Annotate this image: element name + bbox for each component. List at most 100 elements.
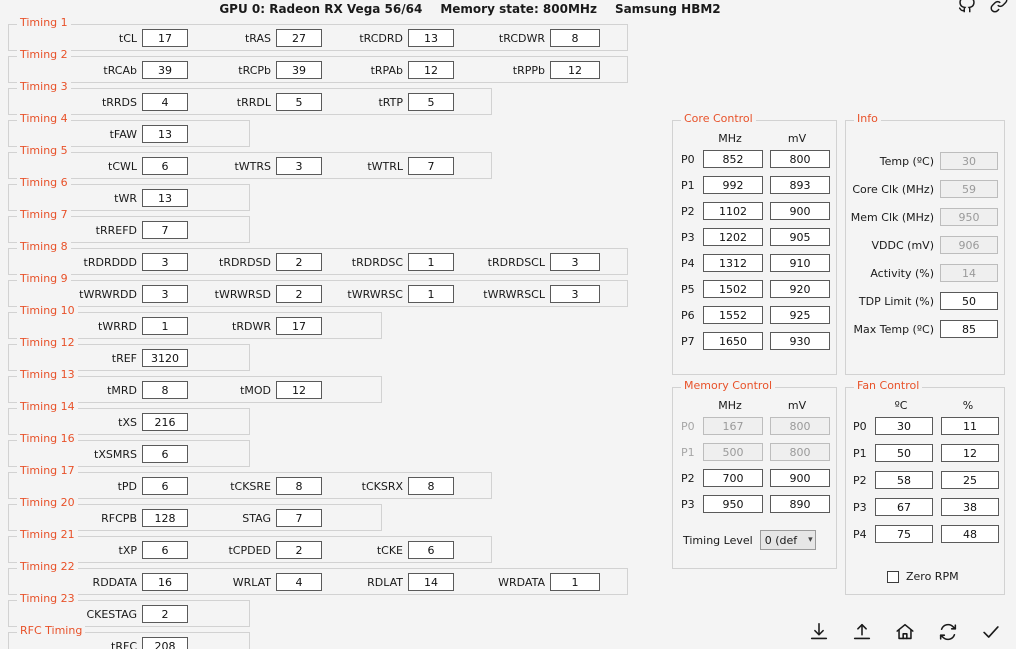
info-row: Core Clk (MHz) [850,180,998,198]
timing-field-input[interactable] [276,509,322,527]
core-voltage-input[interactable] [770,228,830,246]
timing-field-input[interactable] [142,221,188,239]
core-voltage-input[interactable] [770,306,830,324]
fan-speed-input[interactable] [941,417,999,435]
fan-temp-input[interactable] [875,525,933,543]
timing-field-input[interactable] [142,573,188,591]
home-icon[interactable] [894,621,916,643]
info-row-value[interactable] [940,320,998,338]
timing-field-input[interactable] [276,573,322,591]
timing-field-input[interactable] [142,317,188,335]
github-icon[interactable] [956,0,978,15]
timing-field-input[interactable] [408,573,454,591]
core-clock-input[interactable] [703,150,763,168]
timing-field-input[interactable] [142,349,188,367]
timing-field-input[interactable] [550,29,600,47]
core-clock-input[interactable] [703,228,763,246]
timing-field-input[interactable] [276,381,322,399]
core-voltage-input[interactable] [770,332,830,350]
load-icon[interactable] [808,621,830,643]
core-clock-input[interactable] [703,280,763,298]
fan-speed-input[interactable] [941,498,999,516]
timing-field-input[interactable] [142,29,188,47]
timing-field-input[interactable] [142,541,188,559]
memory-clock-input[interactable] [703,469,763,487]
core-clock-input[interactable] [703,202,763,220]
core-control-row: P6 [681,306,830,324]
timing-field-input[interactable] [276,93,322,111]
timing-field-input[interactable] [142,125,188,143]
timing-field-input[interactable] [408,253,454,271]
core-voltage-input[interactable] [770,280,830,298]
core-clock-input[interactable] [703,306,763,324]
timing-field: tRTP [331,93,454,111]
timing-field-input[interactable] [142,477,188,495]
timing-field-input[interactable] [276,317,322,335]
timing-field-input[interactable] [276,157,322,175]
timing-field-input[interactable] [142,605,188,623]
timing-level-select[interactable]: 0 (def ▾ [759,530,816,550]
info-row-value [940,264,998,282]
link-icon[interactable] [988,0,1010,15]
memory-clock-input[interactable] [703,495,763,513]
core-clock-input[interactable] [703,332,763,350]
timing-field-input[interactable] [276,477,322,495]
fan-temp-input[interactable] [875,498,933,516]
fan-temp-input[interactable] [875,471,933,489]
timing-group-legend: Timing 1 [17,17,71,28]
timing-field-input[interactable] [142,381,188,399]
timing-field-input[interactable] [408,157,454,175]
save-icon[interactable] [851,621,873,643]
info-row-value[interactable] [940,292,998,310]
timing-field-input[interactable] [550,285,600,303]
core-voltage-input[interactable] [770,254,830,272]
timing-field-input[interactable] [142,509,188,527]
fan-speed-input[interactable] [941,525,999,543]
memory-voltage-input[interactable] [770,495,830,513]
fan-speed-input[interactable] [941,471,999,489]
timing-field-input[interactable] [142,413,188,431]
memory-voltage-input [770,417,830,435]
timing-field: RFCPB [67,509,188,527]
fan-temp-input[interactable] [875,417,933,435]
timing-field-input[interactable] [276,61,322,79]
timing-field-input[interactable] [276,285,322,303]
timing-field-input[interactable] [408,93,454,111]
timing-field-input[interactable] [142,253,188,271]
timing-field-input[interactable] [550,253,600,271]
core-clock-input[interactable] [703,254,763,272]
timing-field-input[interactable] [550,61,600,79]
zero-rpm-box[interactable] [887,570,899,583]
timing-field-input[interactable] [142,445,188,463]
timing-field-input[interactable] [408,29,454,47]
timing-field-input[interactable] [408,541,454,559]
core-voltage-input[interactable] [770,202,830,220]
timing-field-input[interactable] [142,189,188,207]
timing-field-input[interactable] [276,29,322,47]
core-clock-input[interactable] [703,176,763,194]
mem-col-mv: mV [787,399,807,412]
core-voltage-input[interactable] [770,150,830,168]
timing-field-input[interactable] [142,61,188,79]
timing-field-label: tRDRDSD [219,255,271,269]
timing-field-input[interactable] [142,637,188,649]
timing-field-input[interactable] [550,573,600,591]
apply-icon[interactable] [980,621,1002,643]
zero-rpm-checkbox[interactable]: Zero RPM [887,570,959,583]
timing-field-input[interactable] [276,253,322,271]
timing-field-label: tWTRL [367,159,403,173]
reset-icon[interactable] [937,621,959,643]
timing-field-input[interactable] [408,61,454,79]
memory-voltage-input[interactable] [770,469,830,487]
timing-field-input[interactable] [408,477,454,495]
timing-field-input[interactable] [142,157,188,175]
fan-speed-input[interactable] [941,444,999,462]
timing-field-input[interactable] [408,285,454,303]
fan-temp-input[interactable] [875,444,933,462]
timing-field-input[interactable] [142,93,188,111]
core-voltage-input[interactable] [770,176,830,194]
timing-field-input[interactable] [276,541,322,559]
core-control-row: P0 [681,150,830,168]
timing-field-input[interactable] [142,285,188,303]
